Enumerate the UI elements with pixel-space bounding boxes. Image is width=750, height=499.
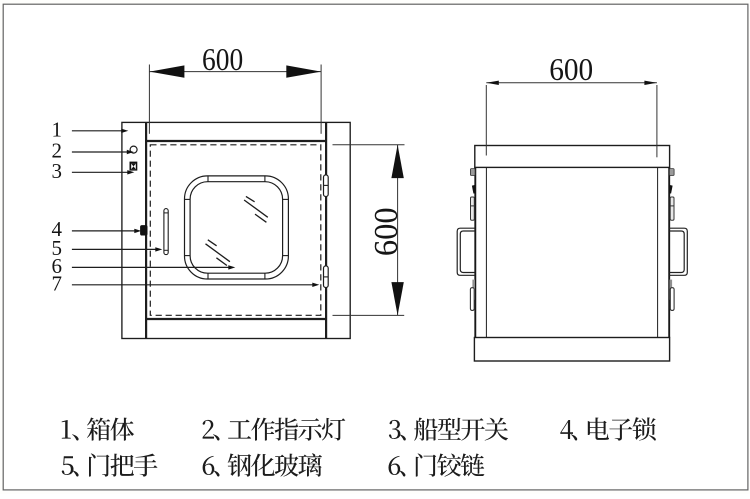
svg-text:600: 600 xyxy=(368,207,405,256)
svg-text:600: 600 xyxy=(202,42,243,77)
svg-text:2: 2 xyxy=(52,138,63,162)
svg-text:3: 3 xyxy=(52,159,63,183)
svg-text:7: 7 xyxy=(52,272,63,296)
svg-text:5: 5 xyxy=(52,236,63,260)
svg-text:6: 6 xyxy=(52,254,63,278)
svg-text:600: 600 xyxy=(549,52,593,87)
svg-text:4: 4 xyxy=(52,217,63,241)
svg-text:1: 1 xyxy=(52,118,63,142)
